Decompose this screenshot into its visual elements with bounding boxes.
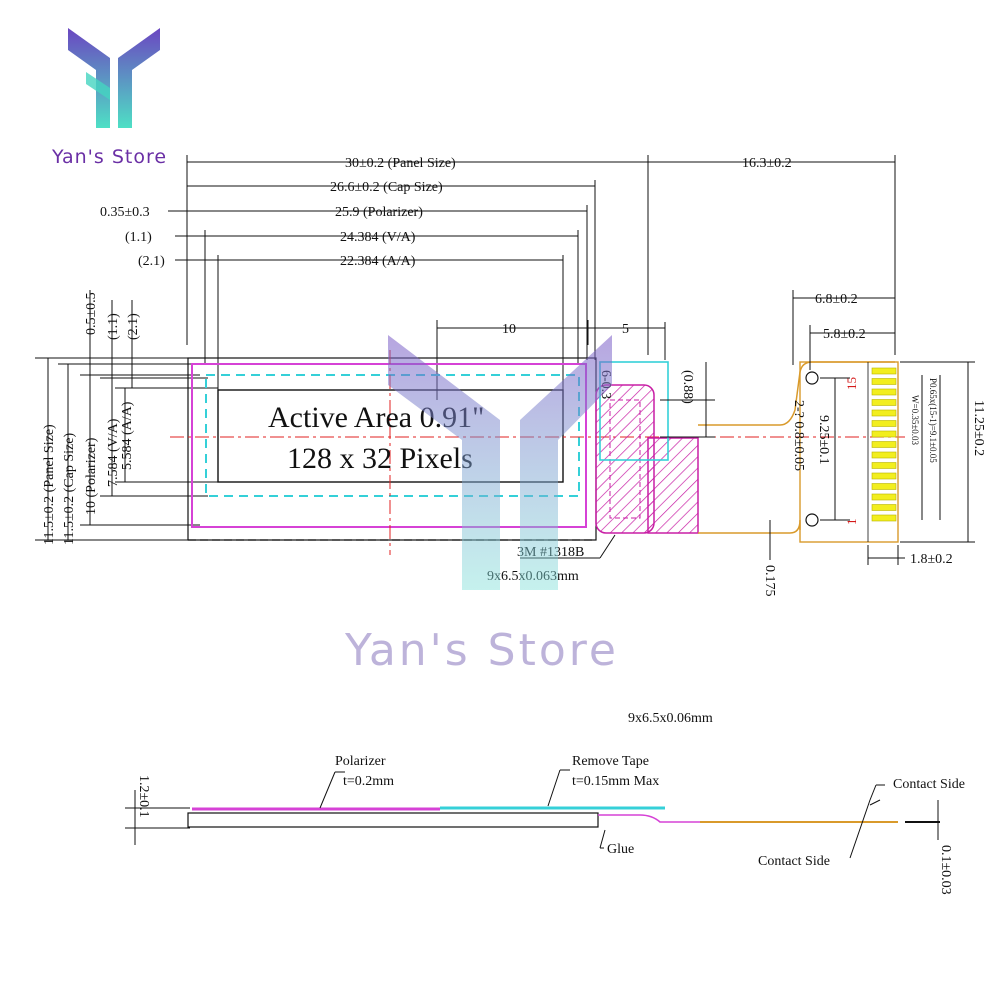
contact-pads (871, 367, 897, 522)
dim-polarizer: 25.9 (Polarizer) (335, 205, 423, 220)
side-tape-size: 9x6.5x0.06mm (628, 711, 713, 726)
contact-pad (871, 430, 897, 438)
left-dimensions (35, 290, 218, 541)
contact-pad (871, 409, 897, 417)
dim-fpc-68: 6.8±0.2 (815, 292, 858, 307)
contact-pad (871, 441, 897, 448)
contact-pad (871, 367, 897, 375)
dim-aa-offset: (2.1) (138, 254, 165, 269)
dim-aa-h: 5.584 (A/A) (120, 401, 135, 470)
dim-088: (0.88) (680, 370, 695, 404)
store-logo (68, 28, 160, 128)
dim-pol-offset: 0.35±0.3 (100, 205, 150, 220)
contact-pad (871, 399, 897, 406)
dim-panel-size: 30±0.2 (Panel Size) (345, 156, 456, 171)
dim-0175: 0.175 (762, 565, 777, 597)
dim-width: W=0.35±0.03 (910, 395, 920, 446)
dim-panel-h: 11.5±0.2 (Panel Size) (42, 424, 57, 545)
dim-v-21: (2.1) (126, 313, 141, 340)
contact-pad (871, 388, 897, 396)
side-pol-t: t=0.2mm (343, 774, 394, 789)
dim-925: 9.25±0.1 (816, 415, 831, 465)
dim-va-offset: (1.1) (125, 230, 152, 245)
side-view (125, 769, 940, 859)
dim-pol-h: 10 (Polarizer) (84, 437, 99, 515)
contact-pad (871, 378, 897, 385)
dim-cap-h: 11.5±0.2 (Cap Size) (62, 433, 77, 545)
dim-aa: 22.384 (A/A) (340, 254, 416, 269)
dim-cap-size: 26.6±0.2 (Cap Size) (330, 180, 443, 195)
dim-fpc-length: 16.3±0.2 (742, 156, 792, 171)
side-tape-t: t=0.15mm Max (572, 774, 659, 789)
side-contact-top: Contact Side (893, 777, 965, 792)
store-name: Yan's Store (51, 146, 167, 168)
contact-pad (871, 514, 897, 522)
dim-five: 5 (622, 322, 629, 337)
pin-15-label: 15 (844, 377, 859, 390)
dim-pitch: P0.65x(15-1)=9.1±0.05 (928, 378, 938, 463)
contact-pad (871, 493, 897, 501)
dim-fpc-58: 5.8±0.2 (823, 327, 866, 342)
contact-pad (871, 472, 897, 480)
contact-pad (871, 420, 897, 427)
dim-18: 1.8±0.2 (910, 552, 953, 567)
side-remove-tape: Remove Tape (572, 754, 649, 769)
contact-pad (871, 483, 897, 490)
contact-pad (871, 462, 897, 469)
watermark-text: Yan's Store (344, 625, 619, 676)
top-dimensions (168, 155, 896, 400)
watermark-logo (388, 335, 612, 590)
dim-ten: 10 (502, 322, 516, 337)
side-glue: Glue (607, 842, 634, 857)
contact-pad (871, 504, 897, 511)
side-thickness: 1.2±0.1 (136, 775, 151, 818)
dim-v-11: (1.1) (106, 313, 121, 340)
dim-1125: 11.25±0.2 (971, 400, 986, 456)
dim-holes: 2-? 0.8±0.05 (791, 400, 806, 471)
side-fpc-t: 0.1±0.03 (938, 845, 953, 895)
dim-va-h: 7.584 (V/A) (106, 418, 121, 487)
dim-va: 24.384 (V/A) (340, 230, 416, 245)
fpc-tail (595, 361, 899, 543)
side-polarizer: Polarizer (335, 754, 386, 769)
contact-pad (871, 451, 897, 459)
pixel-resolution: 128 x 32 Pixels (287, 442, 473, 475)
side-contact-bottom: Contact Side (758, 854, 830, 869)
dim-v-offset: 0.5±0.5 (84, 292, 99, 335)
pin-1-label: 1 (844, 519, 859, 526)
fpc-dimensions (660, 290, 975, 565)
